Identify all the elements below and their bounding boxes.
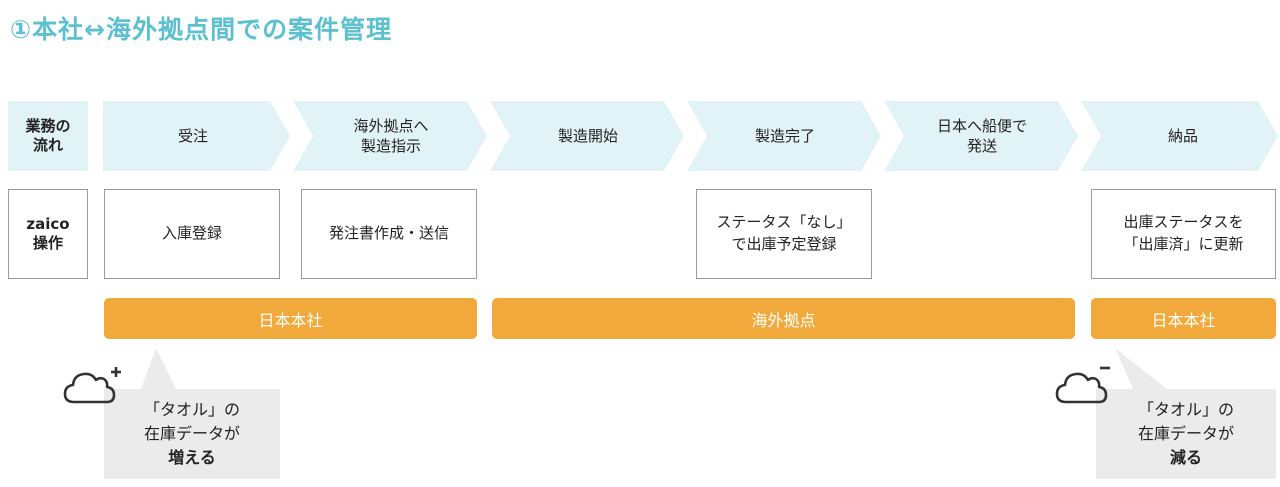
callout-bubble-decrease <box>1096 348 1276 479</box>
callout-increase-line2: 在庫データが <box>143 424 240 443</box>
callout-increase-line3: 増える <box>168 448 216 467</box>
location-bar-overseas-base: 海外拠点 <box>492 298 1075 339</box>
op-box-purchase-order: 発注書作成・送信 <box>301 189 477 279</box>
callout-decrease-line3: 減る <box>1169 448 1202 467</box>
callout-decrease-line1: 「タオル」の <box>1137 400 1234 419</box>
cloud-minus-icon <box>1055 366 1110 404</box>
callout-increase-text: 「タオル」の 在庫データが 増える <box>104 398 280 470</box>
op-box-update-shipment-status: 出庫ステータスを 「出庫済」に更新 <box>1091 189 1276 279</box>
callout-decrease-line2: 在庫データが <box>1137 424 1234 443</box>
chevron-step-5 <box>884 101 1078 171</box>
callout-increase-line1: 「タオル」の <box>143 400 240 419</box>
row-label-business-flow-text: 業務の 流れ <box>25 116 71 155</box>
location-bar-japan-hq-1: 日本本社 <box>104 298 477 339</box>
flow-step-manufacturing-instruction: 海外拠点へ 製造指示 <box>353 116 429 155</box>
location-bar-japan-hq-2: 日本本社 <box>1091 298 1276 339</box>
callout-decrease-text: 「タオル」の 在庫データが 減る <box>1096 398 1276 470</box>
chevron-step-4 <box>687 101 881 171</box>
flow-step-delivery: 納品 <box>1167 126 1198 145</box>
chevron-step-2 <box>293 101 487 171</box>
chevron-step-3 <box>490 101 684 171</box>
flow-step-ship-to-japan: 日本へ船便で 発送 <box>936 116 1027 155</box>
row-label-zaico-operations-text: zaico 操作 <box>26 214 70 253</box>
row-label-zaico-operations: zaico 操作 <box>8 189 88 279</box>
callout-bubble-increase <box>104 348 280 479</box>
row-label-business-flow: 業務の 流れ <box>8 101 88 171</box>
business-flow-chevrons <box>0 101 1280 171</box>
flow-step-manufacturing-complete: 製造完了 <box>754 126 815 145</box>
chevron-step-1 <box>103 101 290 171</box>
flow-step-order-received: 受注 <box>177 126 208 145</box>
page-title: ①本社↔海外拠点間での案件管理 <box>10 15 393 44</box>
cloud-plus-icon <box>63 367 121 404</box>
op-box-stock-in-registration: 入庫登録 <box>104 189 280 279</box>
flow-step-manufacturing-start: 製造開始 <box>557 126 618 145</box>
chevron-step-6 <box>1081 101 1278 171</box>
op-box-scheduled-shipment: ステータス「なし」 で出庫予定登録 <box>696 189 872 279</box>
